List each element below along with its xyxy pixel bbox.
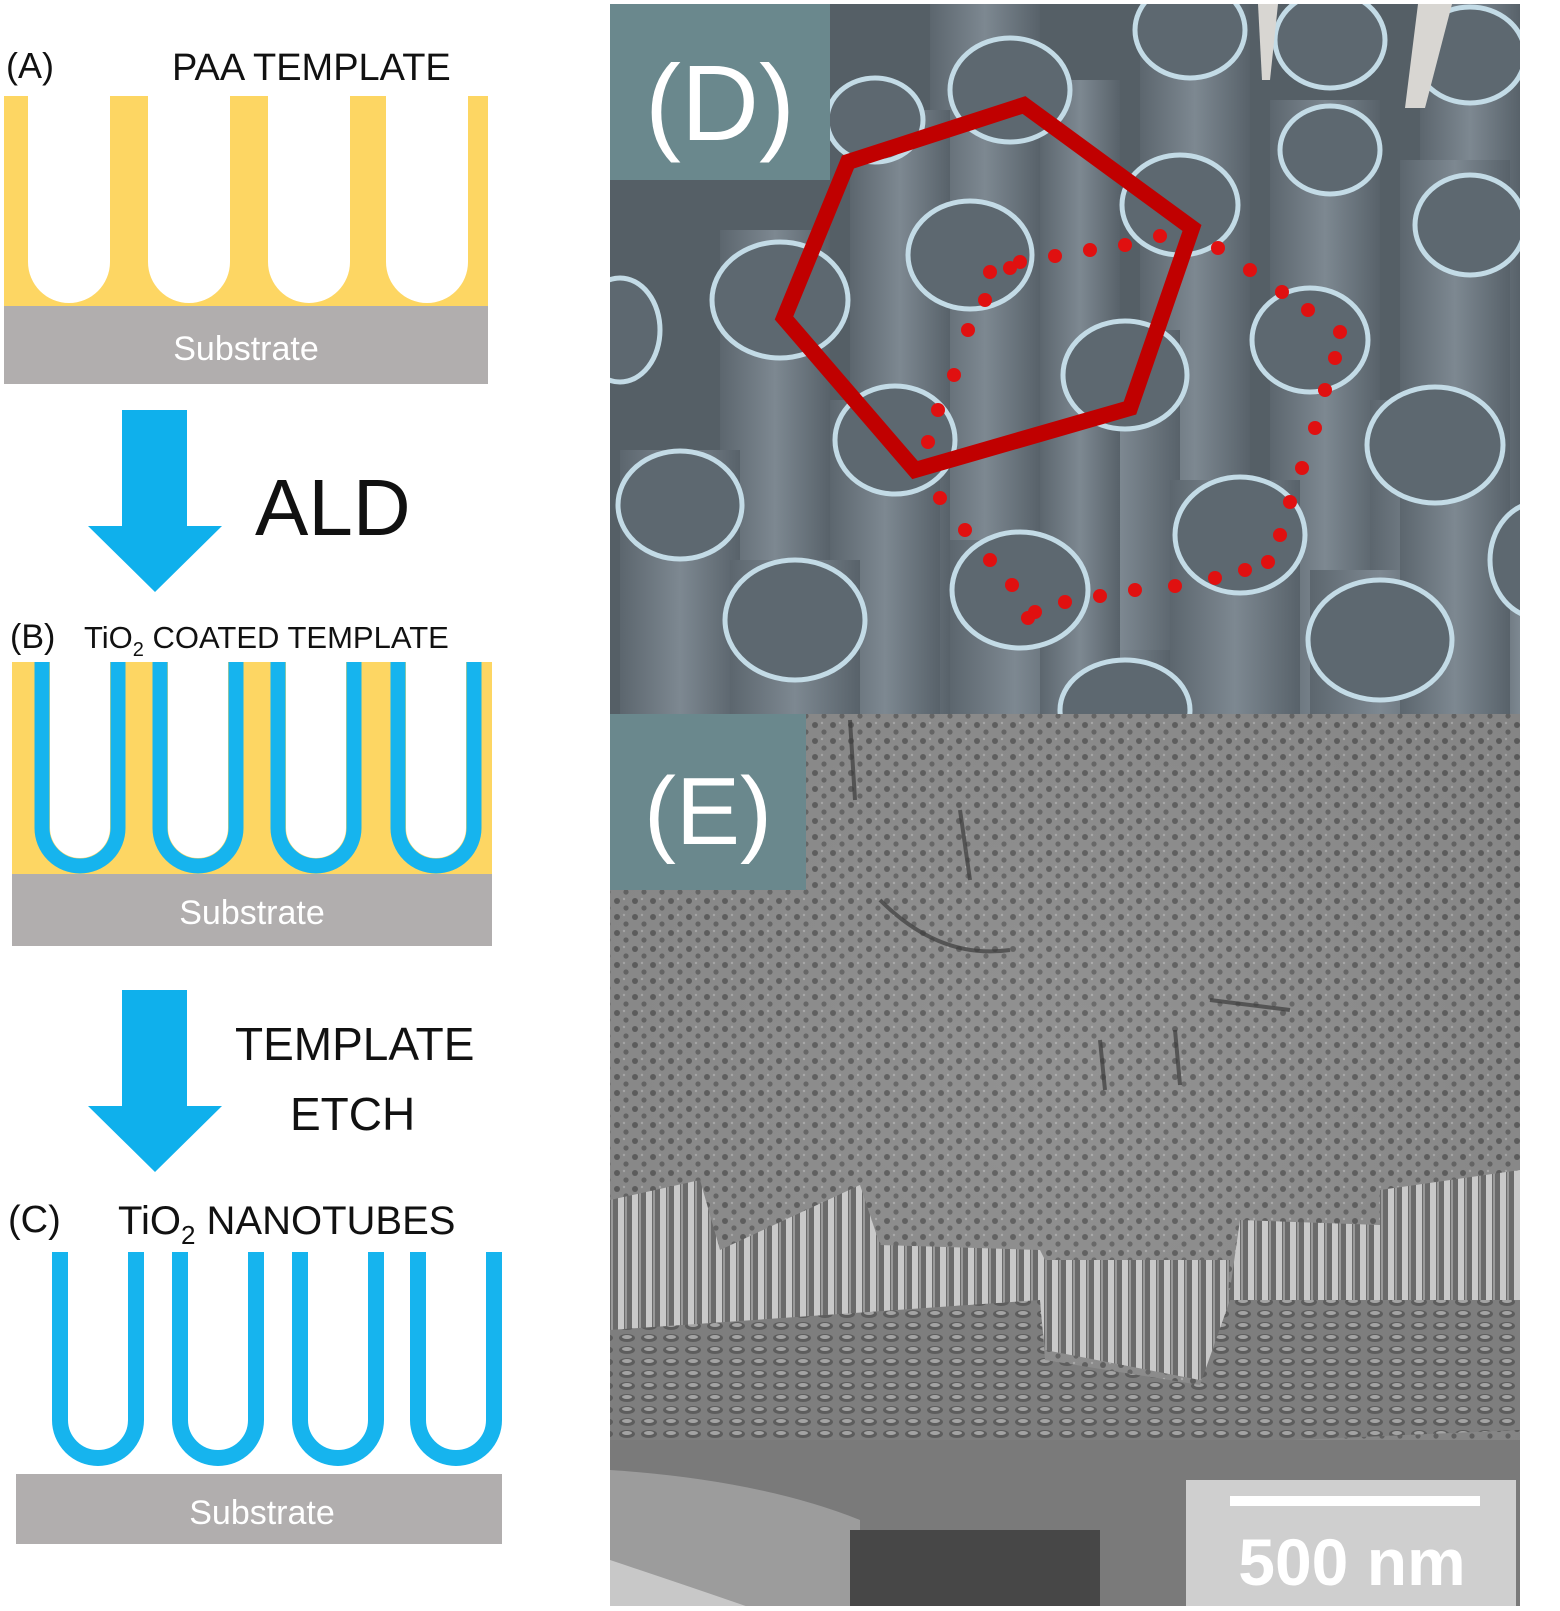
panel-d: (D) <box>610 4 1520 714</box>
down-arrow-icon <box>88 990 222 1172</box>
step-etch-label-line1: TEMPLATE <box>235 1018 474 1070</box>
substrate-a-label: Substrate <box>173 330 319 368</box>
coated-template <box>12 662 492 874</box>
panel-c-letter: (C) <box>8 1199 61 1241</box>
panel-b-letter: (B) <box>10 618 55 656</box>
substrate-b-label: Substrate <box>179 894 325 932</box>
panel-a: (A) PAA TEMPLATE Substrate <box>4 45 488 384</box>
panel-c: (C) TiO2 NANOTUBES Substrate <box>8 1199 502 1544</box>
panel-b-title: TiO2 COATED TEMPLATE <box>84 620 449 661</box>
substrate-c-label: Substrate <box>189 1494 335 1532</box>
panel-c-title-prefix: TiO <box>118 1199 181 1243</box>
panel-b-title-sub: 2 <box>133 639 144 661</box>
paa-template <box>4 96 488 308</box>
scale-bar-label: 500 nm <box>1238 1525 1465 1599</box>
panel-e-letter: (E) <box>644 758 772 865</box>
scale-bar-line <box>1230 1496 1480 1506</box>
down-arrow-icon <box>88 410 222 592</box>
dotted-hexagon-outline <box>921 229 1347 625</box>
panel-b-title-prefix: TiO <box>84 620 133 655</box>
panel-a-letter: (A) <box>6 45 54 86</box>
panel-c-title-suffix: NANOTUBES <box>195 1199 455 1243</box>
panel-a-title: PAA TEMPLATE <box>172 47 451 89</box>
panel-d-label-box <box>610 4 830 180</box>
panel-d-letter: (D) <box>645 42 795 163</box>
panel-c-title-sub: 2 <box>181 1220 195 1250</box>
step-etch-label-line2: ETCH <box>290 1088 415 1140</box>
substrate-b <box>12 874 492 946</box>
step-ald-label: ALD <box>255 463 411 552</box>
panel-b-title-suffix: COATED TEMPLATE <box>144 620 449 655</box>
panel-e: (E) 500 nm <box>610 714 1520 1606</box>
tio2-nanotubes <box>52 1252 502 1466</box>
panel-b: (B) TiO2 COATED TEMPLATE Substrate <box>10 618 492 946</box>
panel-e-label-box <box>610 714 806 890</box>
substrate-a <box>4 306 488 384</box>
panel-c-title: TiO2 NANOTUBES <box>118 1199 455 1250</box>
substrate-c <box>16 1474 502 1544</box>
hexagon-outline <box>774 96 1202 480</box>
